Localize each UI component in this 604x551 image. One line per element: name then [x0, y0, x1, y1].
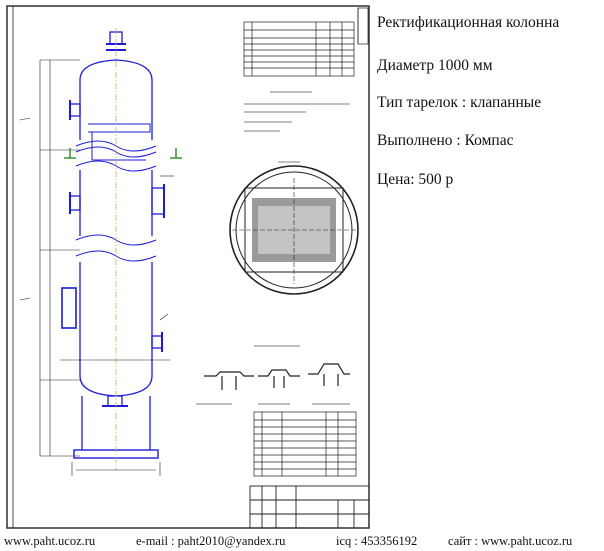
title-block — [249, 485, 370, 529]
sheet-frame — [6, 5, 370, 529]
footer-site-link[interactable]: www.paht.ucoz.ru — [4, 534, 96, 548]
column-drawing — [61, 31, 165, 459]
tech-requirements — [244, 91, 350, 132]
footer-bar: www.paht.ucoz.ru e-mail : paht2010@yande… — [0, 531, 604, 551]
spec-table — [253, 411, 357, 477]
software-text: Выполнено : Компас — [377, 132, 514, 149]
footer-email[interactable]: e-mail : paht2010@yandex.ru — [136, 534, 286, 548]
level-markers — [64, 148, 182, 159]
tray-type-text: Тип тарелок : клапанные — [377, 94, 542, 111]
drawing-sheet — [6, 5, 370, 529]
tray-plan-view — [229, 161, 359, 295]
valve-details — [196, 345, 350, 405]
footer-site-link-right[interactable]: сайт : www.paht.ucoz.ru — [448, 534, 573, 548]
dimension-lines — [19, 59, 174, 476]
footer-icq: icq : 453356192 — [336, 534, 418, 548]
product-title: Ректификационная колонна — [377, 14, 560, 31]
nozzle-table — [243, 7, 369, 77]
price-text: Цена: 500 р — [377, 171, 454, 188]
diameter-text: Диаметр 1000 мм — [377, 57, 493, 74]
